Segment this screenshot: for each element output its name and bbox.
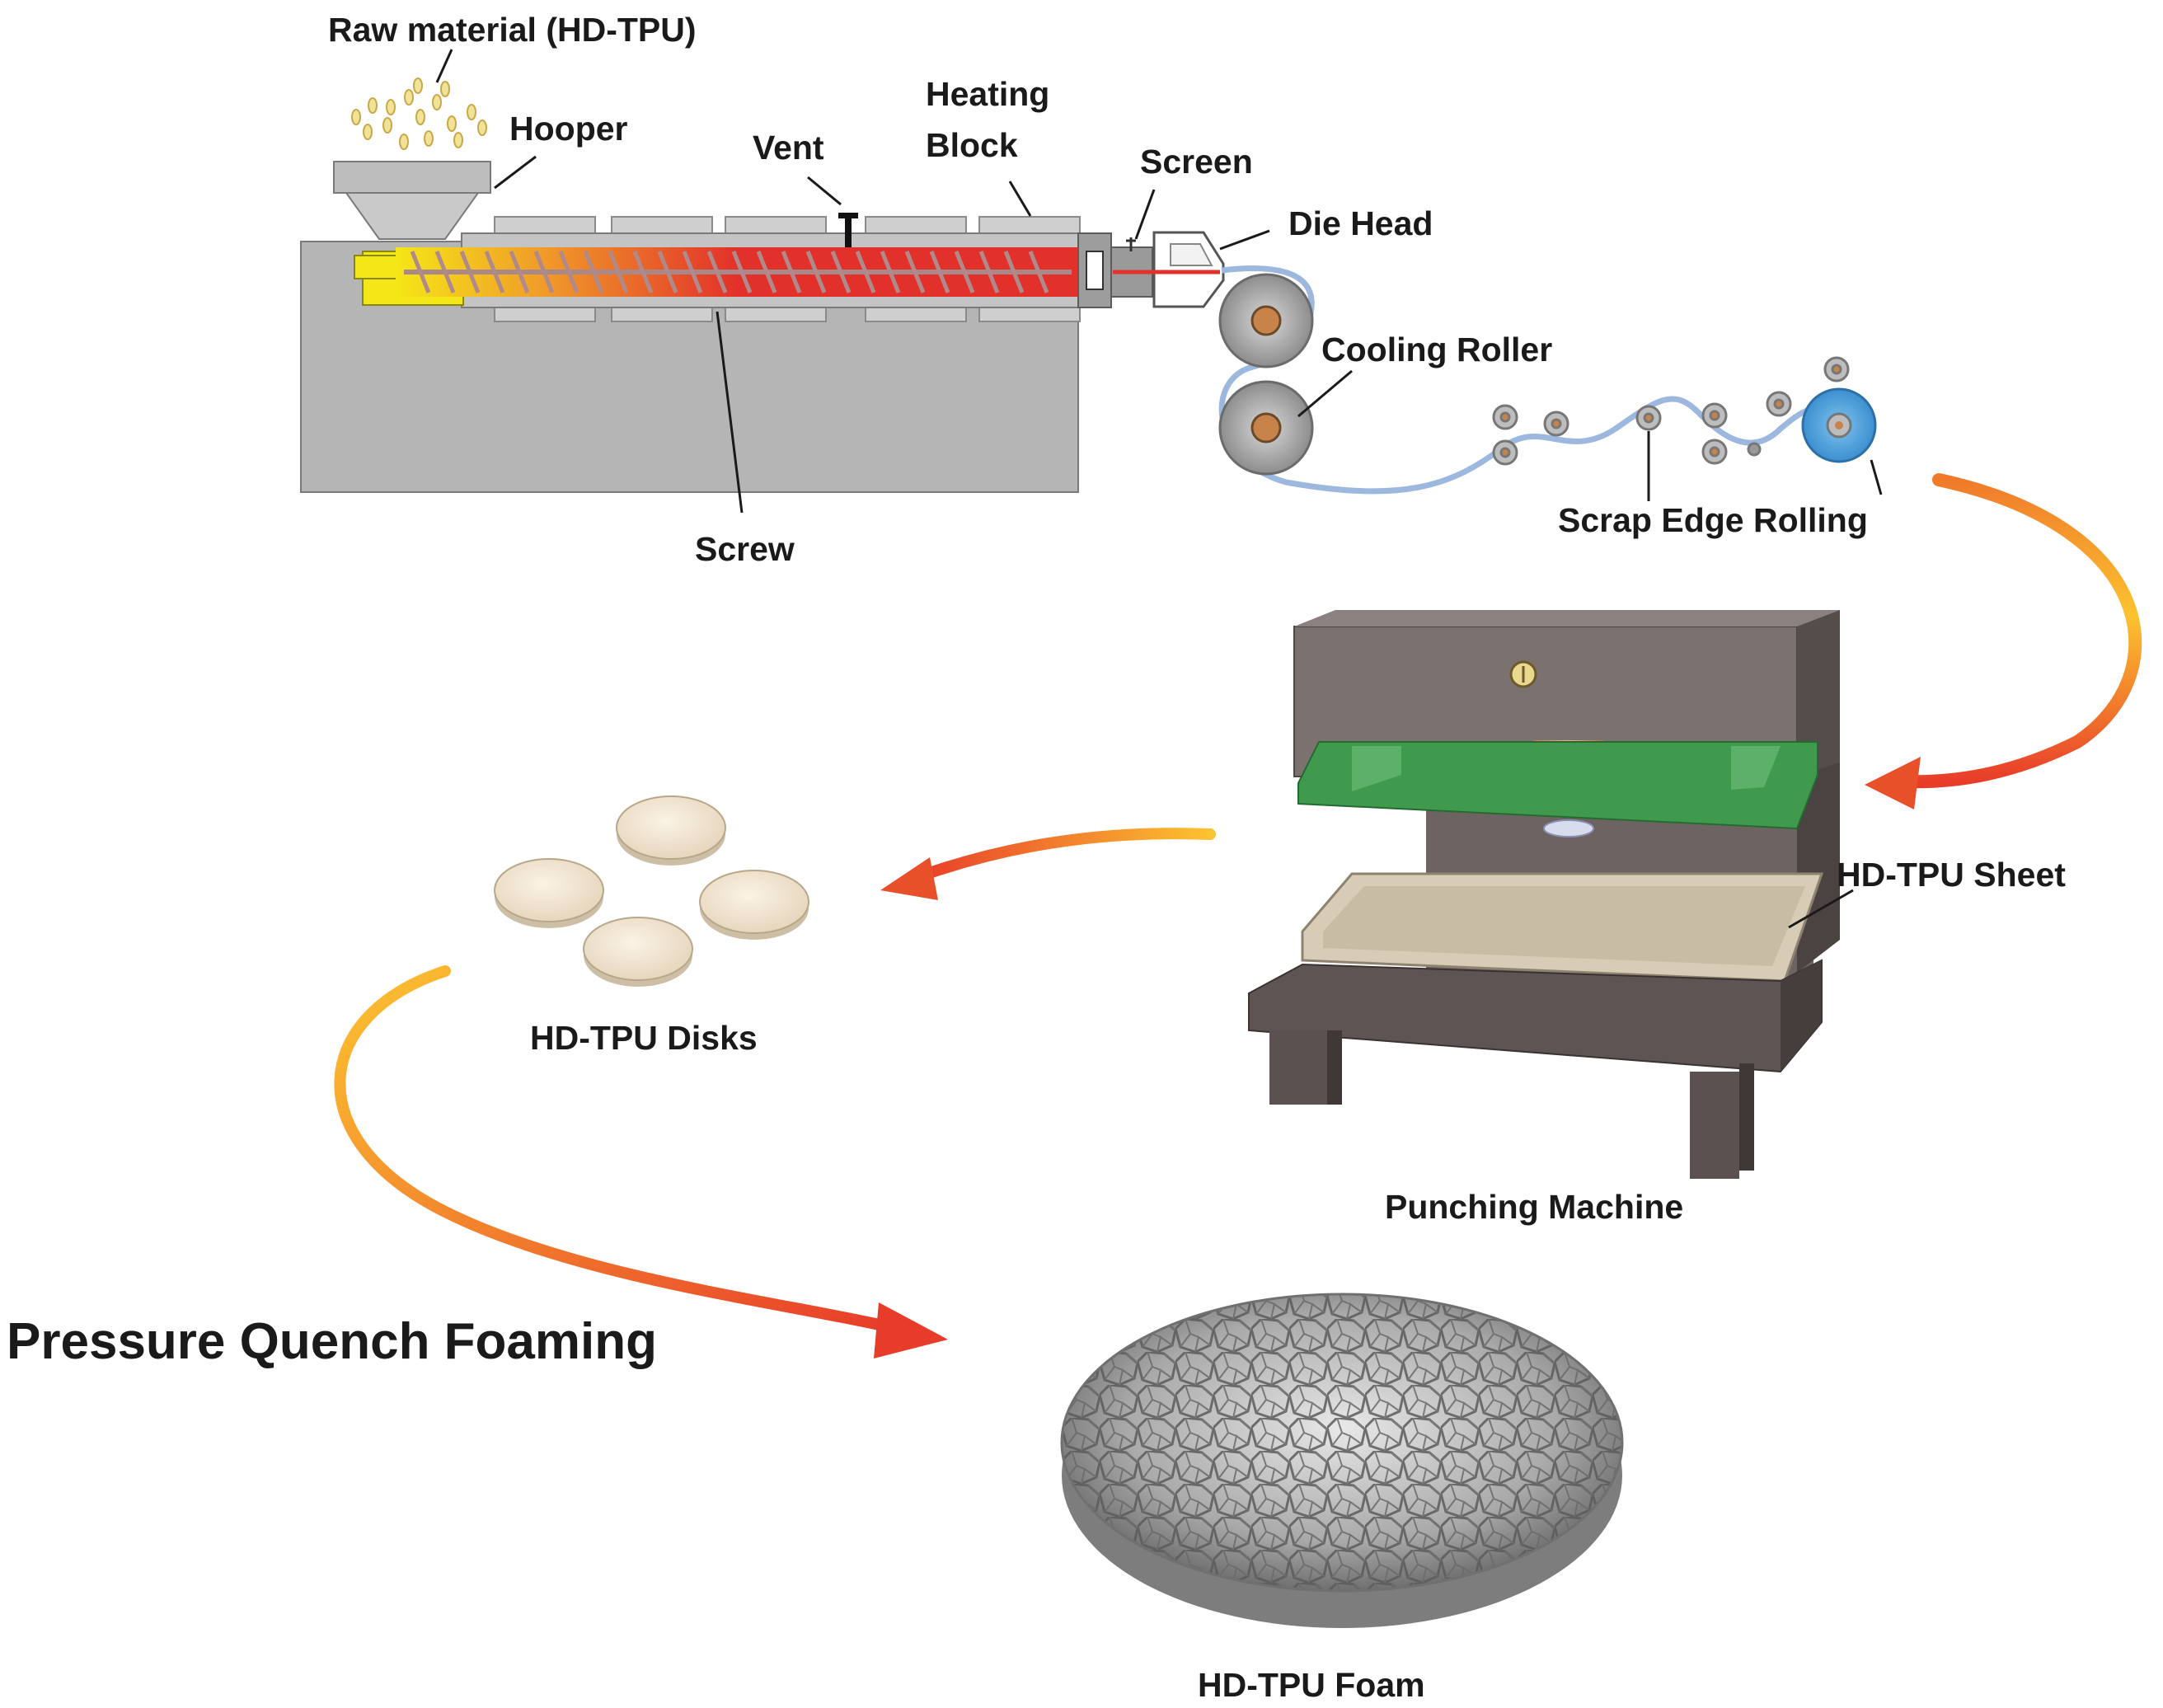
heating-blocks xyxy=(494,216,1081,322)
punching-machine-label: Punching Machine xyxy=(1385,1188,1683,1226)
wind-up-roll xyxy=(1801,387,1877,463)
punching-machine xyxy=(1248,610,1840,1179)
die-head xyxy=(1113,231,1225,308)
cooling-roller-lower xyxy=(1218,380,1314,476)
hd-tpu-foam xyxy=(1060,1293,1624,1628)
vent-icon xyxy=(838,213,858,247)
hd-tpu-disks-label: HD-TPU Disks xyxy=(530,1019,758,1057)
hd-tpu-sheet-label: HD-TPU Sheet xyxy=(1837,856,2066,894)
raw-material-label: Raw material (HD-TPU) xyxy=(328,11,697,49)
hd-tpu-foam-label: HD-TPU Foam xyxy=(1198,1666,1425,1704)
vent-label: Vent xyxy=(753,129,824,167)
die-head-label: Die Head xyxy=(1288,204,1433,242)
hooper-label: Hooper xyxy=(509,110,628,148)
leader-lines xyxy=(435,49,1883,929)
screen-label: Screen xyxy=(1140,143,1253,181)
flow-arrow-press-to-disks xyxy=(880,828,1216,900)
extruder xyxy=(300,161,1225,493)
disk xyxy=(699,870,809,940)
disk xyxy=(616,795,726,866)
screw-label: Screw xyxy=(695,530,795,568)
cooling-roller-upper xyxy=(1218,273,1314,368)
flow-arrow-disks-to-foam xyxy=(334,965,948,1358)
disk xyxy=(494,858,604,928)
scrap-edge-rolling-label: Scrap Edge Rolling xyxy=(1558,501,1868,539)
cooling-roller-label: Cooling Roller xyxy=(1321,331,1552,368)
disk xyxy=(583,917,693,987)
pressure-quench-foaming-label: Pressure Quench Foaming xyxy=(7,1313,657,1370)
film-strip xyxy=(1218,265,1840,495)
press-plate xyxy=(1297,741,1818,830)
hopper xyxy=(333,161,491,240)
heating-block-label-line2: Block xyxy=(926,126,1018,164)
film-path xyxy=(1218,265,1840,495)
hd-tpu-disks xyxy=(494,795,809,987)
flow-arrow-sheet-to-press xyxy=(1865,473,2142,809)
screw xyxy=(404,251,1072,293)
heating-block-label-line1: Heating xyxy=(926,75,1049,113)
raw-material-pellets xyxy=(351,77,487,150)
scrap-edge-rollers xyxy=(1492,356,1850,466)
